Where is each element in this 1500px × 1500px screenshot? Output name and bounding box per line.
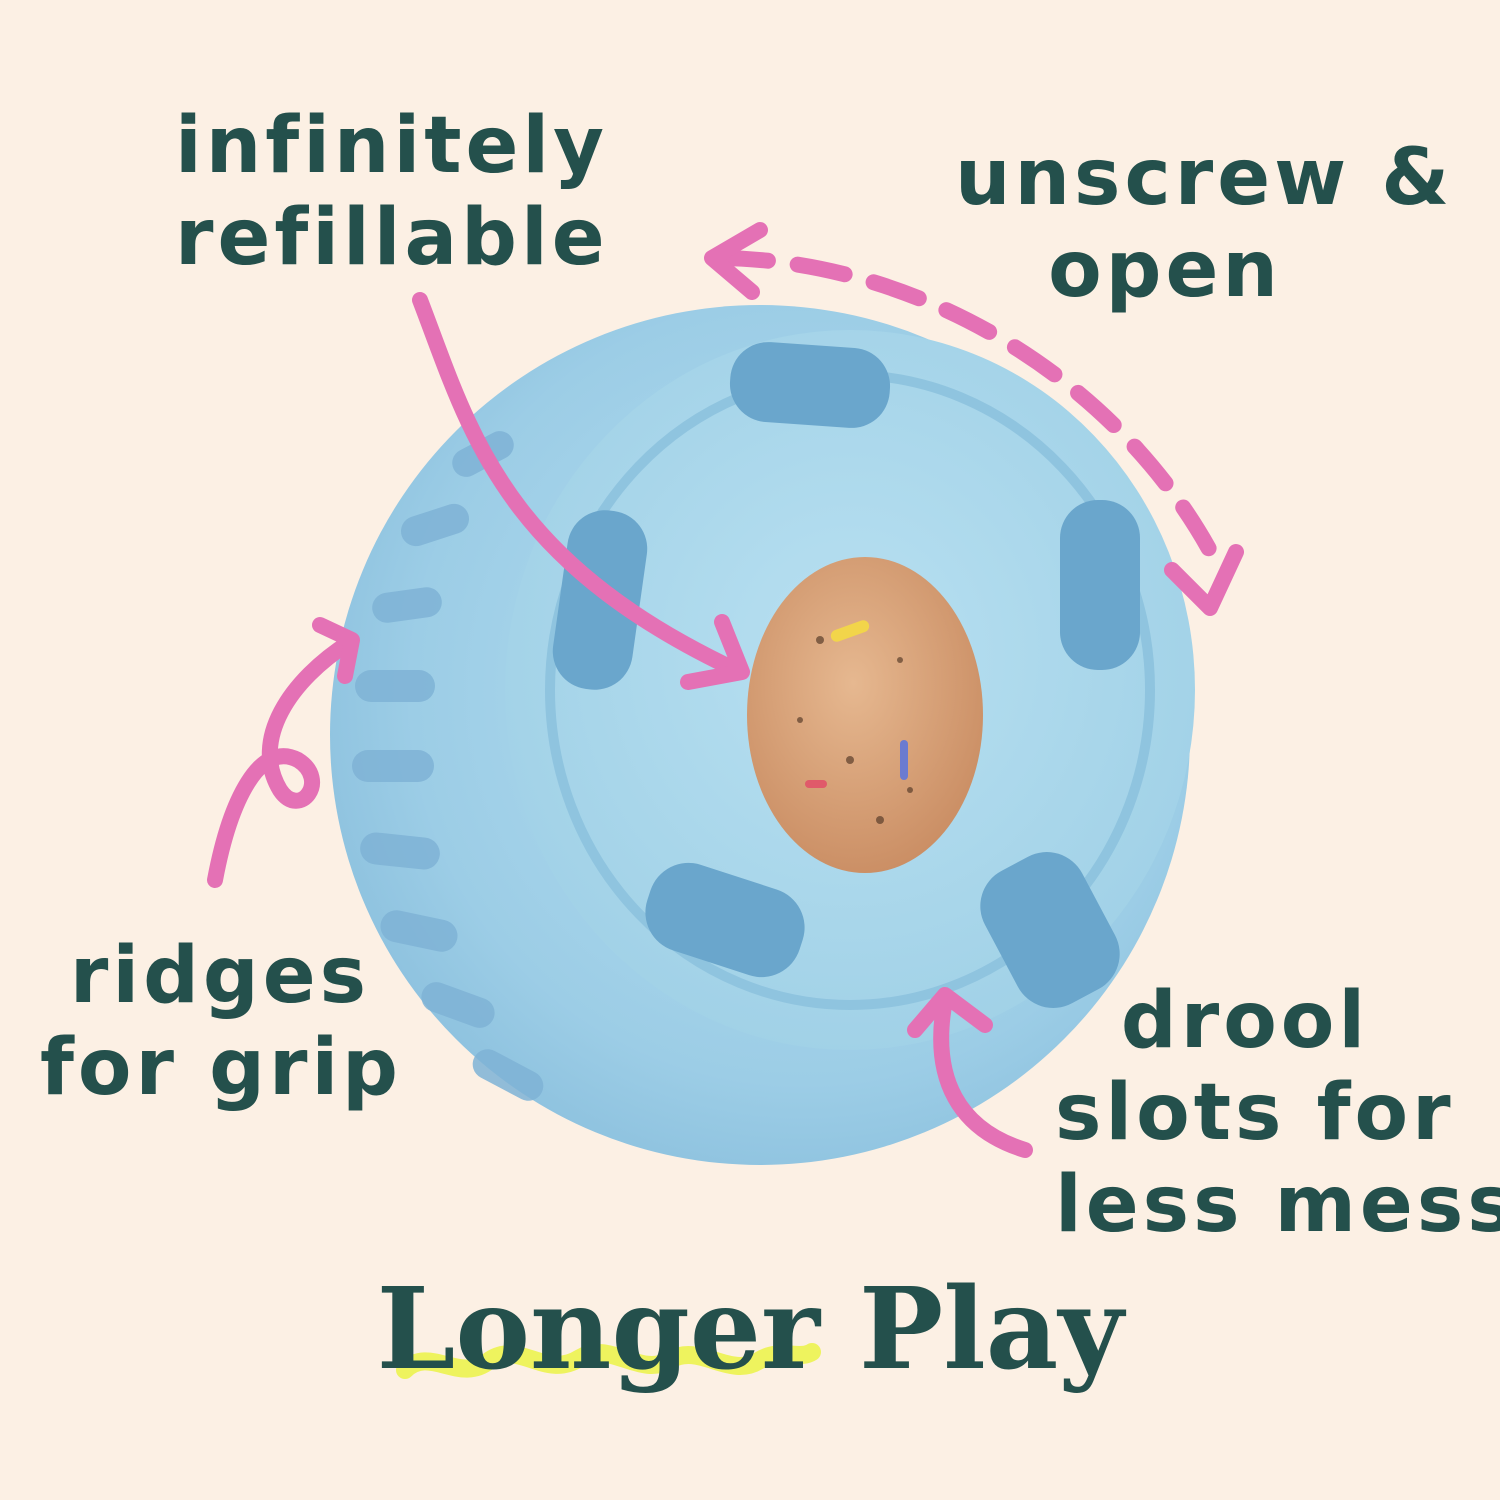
title-underline-squiggle: [396, 1343, 821, 1379]
callout-unscrew-line2: open: [1048, 225, 1282, 315]
callout-drool-line3: less mess: [1055, 1160, 1500, 1250]
callout-refillable-line2: refillable: [175, 193, 609, 283]
drool-arrow: [933, 992, 1033, 1158]
unscrew-arrowhead-right: [1164, 544, 1244, 616]
callout-refillable: infinitely refillable: [175, 100, 609, 284]
unscrew-arrowhead-left: [704, 222, 768, 300]
callout-drool: drool slots for less mess: [1055, 975, 1500, 1251]
unscrew-arrow: [712, 250, 1223, 568]
callout-ridges: ridges for grip: [40, 930, 400, 1114]
page-title: Longer Play: [376, 1264, 1124, 1395]
callout-drool-line2: slots for: [1055, 1068, 1455, 1158]
ridges-arrow: [207, 634, 358, 888]
callout-unscrew-line1: unscrew &: [955, 133, 1454, 223]
callout-ridges-line1: ridges: [69, 931, 371, 1021]
refill-arrowhead: [680, 614, 750, 690]
callout-ridges-line2: for grip: [40, 1023, 403, 1113]
grip-ridges: [352, 431, 544, 1101]
refill-arrow: [412, 292, 748, 680]
drool-arrowhead: [907, 987, 993, 1038]
drool-slots: [552, 342, 1140, 1008]
treat: [747, 557, 983, 873]
callout-drool-line1: drool: [1120, 976, 1370, 1066]
toy-ball: [330, 305, 1195, 1165]
ridges-arrowhead: [312, 617, 360, 684]
callout-arrows: [207, 222, 1244, 1158]
callout-refillable-line1: infinitely: [175, 101, 608, 191]
callout-unscrew: unscrew & open: [955, 132, 1454, 316]
